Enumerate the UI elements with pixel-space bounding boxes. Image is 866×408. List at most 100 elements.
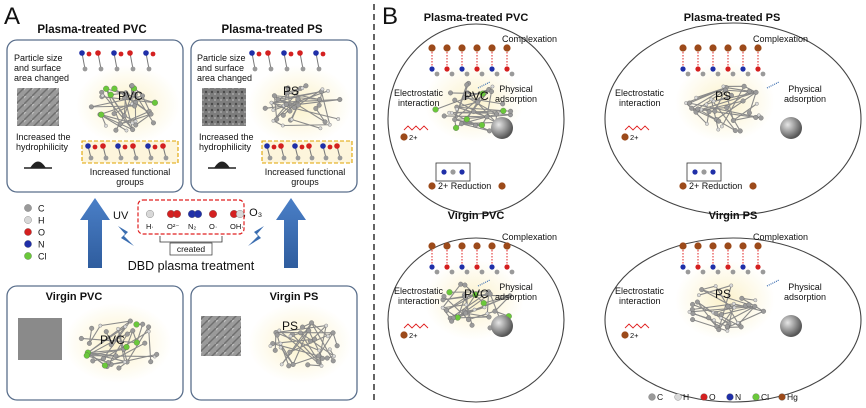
cell-title: Virgin PVC — [448, 210, 505, 222]
adsorbed-particle — [491, 315, 513, 337]
physical-label: adsorption — [495, 94, 537, 104]
legend-label-o: O — [709, 392, 716, 402]
physical-label: Physical — [788, 282, 822, 292]
species-label: H· — [146, 222, 154, 231]
legend-label-n: N — [38, 240, 45, 250]
legend-label-n: N — [735, 392, 741, 402]
hg-charge-label: 2+ — [409, 331, 418, 340]
plasma-pvc-polymer-label: PVC — [118, 89, 143, 103]
complexation-label: Complexation — [753, 232, 808, 242]
complexation-groups — [679, 44, 766, 77]
electrostatic-label: Electrostatic — [615, 286, 665, 296]
physical-label: adsorption — [784, 94, 826, 104]
legend-label-cl: Cl — [38, 252, 47, 262]
polymer-molecule — [432, 80, 514, 134]
complexation-label: Complexation — [753, 34, 808, 44]
legend-marker — [726, 393, 734, 401]
cell-title: Plasma-treated PVC — [424, 12, 529, 24]
plasma-ps-note-3: area changed — [197, 73, 252, 83]
panel-b-letter: B — [382, 3, 398, 30]
complexation-groups — [428, 242, 515, 275]
cell-title: Virgin PS — [709, 210, 758, 222]
electrostatic-label: Electrostatic — [394, 286, 444, 296]
electrostatic-label: interaction — [619, 98, 661, 108]
complexation-groups — [428, 44, 515, 77]
uv-bolt-icon — [118, 226, 134, 246]
mechanism-cell-2: Plasma-treated PSComplexationPSElectrost… — [604, 12, 862, 216]
polymer-molecule — [262, 83, 343, 131]
functional-groups — [85, 143, 169, 161]
hg-charge-label: 2+ — [630, 331, 639, 340]
cell-polymer-label: PVC — [464, 287, 489, 301]
legend-label-h: H — [683, 392, 689, 402]
physical-label: Physical — [499, 84, 533, 94]
virgin-ps-title: Virgin PS — [270, 291, 319, 303]
legend-label-c: C — [38, 204, 45, 214]
polymer-molecule — [88, 83, 158, 133]
physical-label: Physical — [499, 282, 533, 292]
physical-label: Physical — [788, 84, 822, 94]
species-label: O²⁻ — [167, 222, 179, 231]
species-label: OH· — [230, 222, 244, 231]
physical-label: adsorption — [495, 292, 537, 302]
reduction-label: 2+ Reduction — [438, 181, 491, 191]
plasma-ps-title: Plasma-treated PS — [222, 24, 323, 36]
complexation-label: Complexation — [502, 232, 557, 242]
complexation-groups — [679, 242, 766, 275]
virgin-ps-box: Virgin PS PS — [190, 285, 358, 401]
plasma-pvc-hydro-1: Increased the — [16, 132, 71, 142]
panel-a-letter: A — [4, 3, 20, 30]
legend-marker — [24, 252, 32, 260]
plasma-pvc-groups-1: Increased functional — [90, 167, 171, 177]
cell-polymer-label: PVC — [464, 89, 489, 103]
hg-charge-label: 2+ — [630, 133, 639, 142]
plasma-pvc-note-1: Particle size — [14, 53, 63, 63]
legend-marker — [24, 216, 32, 224]
legend-marker — [648, 393, 656, 401]
functional-groups — [264, 143, 343, 161]
electrostatic-label: interaction — [398, 296, 440, 306]
plasma-ps-note-1: Particle size — [197, 53, 246, 63]
species-label: N₂ — [188, 222, 196, 231]
plasma-ps-sem-image — [202, 88, 246, 126]
created-label: created — [177, 244, 206, 254]
electrostatic-label: interaction — [619, 296, 661, 306]
adsorbed-particle — [491, 117, 513, 139]
electrostatic-label: interaction — [398, 98, 440, 108]
plasma-ps-hydro-1: Increased the — [199, 132, 254, 142]
water-droplet-icon — [30, 161, 46, 168]
oxidant-bolt-icon — [248, 226, 264, 246]
polymer-molecule — [687, 283, 766, 333]
plasma-pvc-groups-2: groups — [116, 177, 144, 187]
water-droplet-icon — [214, 161, 230, 168]
legend-marker — [778, 393, 786, 401]
treatment-label: DBD plasma treatment — [128, 259, 255, 273]
virgin-pvc-box: Virgin PVC PVC — [6, 285, 184, 401]
plasma-ps-groups-2: groups — [291, 177, 319, 187]
legend-marker — [24, 240, 32, 248]
virgin-pvc-polymer-label: PVC — [100, 333, 125, 347]
uv-label: UV — [113, 210, 129, 222]
reduction-label: 2+ Reduction — [689, 181, 742, 191]
plasma-ps-polymer-label: PS — [283, 84, 299, 98]
cell-polymer-label: PS — [715, 89, 731, 103]
legend-marker — [752, 393, 760, 401]
physical-label: adsorption — [784, 292, 826, 302]
legend-marker — [24, 228, 32, 236]
polymer-molecule — [78, 318, 160, 371]
legend-label-hg: Hg — [787, 392, 798, 402]
plasma-pvc-sem-image — [17, 88, 59, 126]
legend-marker — [674, 393, 682, 401]
complexation-label: Complexation — [502, 34, 557, 44]
electrostatic-label: Electrostatic — [394, 88, 444, 98]
polymer-molecule — [684, 83, 764, 134]
legend-marker — [700, 393, 708, 401]
mechanism-cell-4: Virgin PSComplexationPSElectrostaticinte… — [604, 210, 862, 403]
plasma-pvc-note-2: and surface — [14, 63, 61, 73]
virgin-pvc-title: Virgin PVC — [46, 291, 103, 303]
